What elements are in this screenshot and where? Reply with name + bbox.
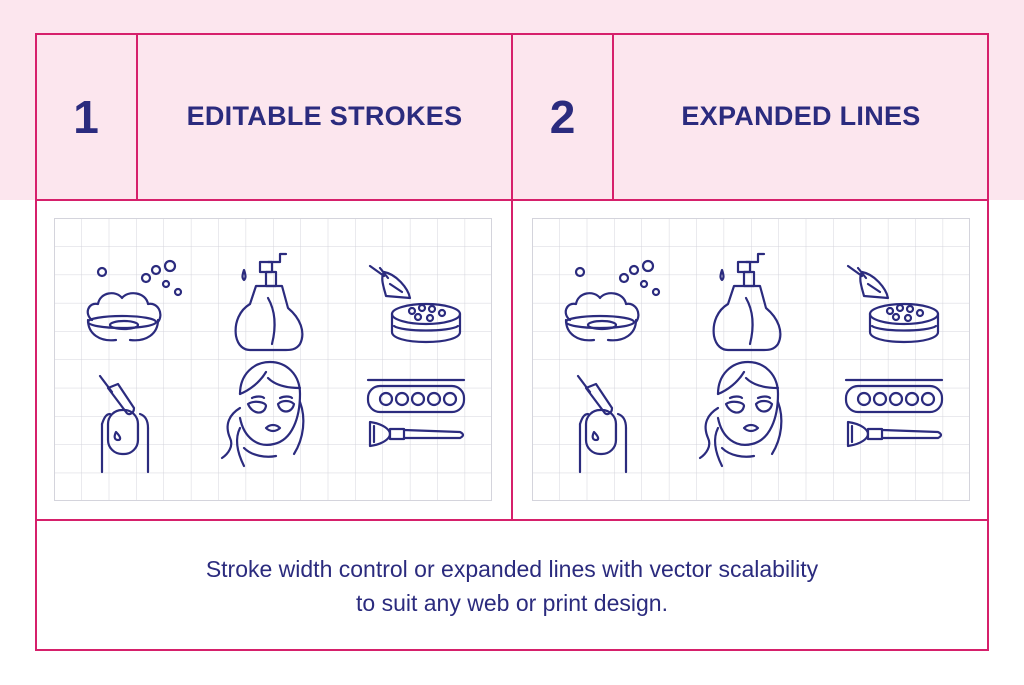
section-1-number: 1 <box>73 90 99 143</box>
caption-line-2: to suit any web or print design. <box>356 589 668 616</box>
infographic-frame: 1 EDITABLE STROKES 2 EXPANDED LINES Stro… <box>35 33 989 651</box>
section-2-number: 2 <box>549 90 576 143</box>
caption-line-1: Stroke width control or expanded lines w… <box>205 555 819 582</box>
section-2-title: EXPANDED LINES <box>681 101 921 131</box>
editable-strokes-panel <box>54 218 492 501</box>
section-1-title: EDITABLE STROKES <box>186 101 463 131</box>
frame-lines <box>35 33 989 651</box>
caption: Stroke width control or expanded lines w… <box>35 520 989 651</box>
expanded-lines-panel <box>532 218 970 501</box>
